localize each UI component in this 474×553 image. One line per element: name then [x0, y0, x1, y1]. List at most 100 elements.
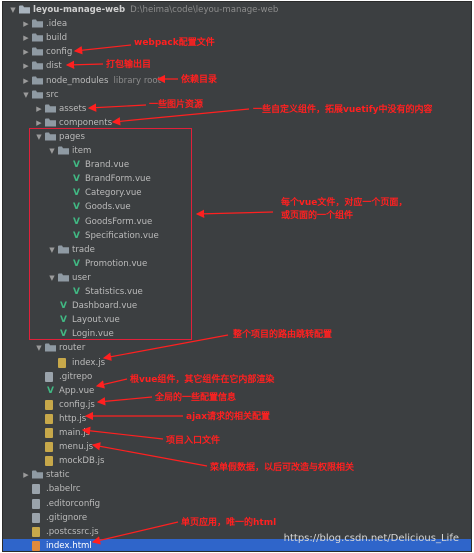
tree-item-idea[interactable]: ▶ .idea [3, 17, 471, 31]
tree-item-components[interactable]: ▶components [3, 116, 471, 130]
tree-item-static[interactable]: ▶static [3, 468, 471, 482]
chevron-right-icon[interactable]: ▶ [36, 118, 42, 127]
tree-item-main-js[interactable]: main.js [3, 426, 471, 440]
annotation-index: 单页应用，唯一的html [181, 518, 277, 528]
chevron-down-icon[interactable]: ▼ [49, 273, 55, 282]
folder-icon [58, 245, 69, 254]
annotation-webpack: webpack配置文件 [134, 38, 215, 48]
tree-item-dist[interactable]: ▶dist [3, 59, 471, 73]
vue-file-icon: V [73, 258, 80, 269]
folder-icon [58, 146, 69, 155]
chevron-right-icon[interactable]: ▶ [36, 104, 42, 113]
vue-file-icon: V [60, 329, 67, 340]
tree-item-babelrc[interactable]: .babelrc [3, 482, 471, 496]
tree-item-assets[interactable]: ▶assets [3, 102, 471, 116]
tree-item-config[interactable]: ▶config [3, 45, 471, 59]
tree-item-label: main.js [59, 428, 91, 438]
js-file-icon [45, 428, 53, 438]
tree-item-dashboard-vue[interactable]: V Dashboard.vue [3, 299, 471, 313]
tree-item-label: trade [72, 244, 95, 255]
tree-item-label: .gitrepo [59, 371, 93, 382]
chevron-right-icon[interactable]: ▶ [23, 48, 29, 57]
tree-item-label: Promotion.vue [85, 258, 148, 269]
tree-item-postcssrc-js[interactable]: .postcssrc.js [3, 525, 471, 539]
tree-item-user[interactable]: ▼ user [3, 271, 471, 285]
tree-item-label: build [46, 33, 68, 44]
tree-item-label: Dashboard.vue [72, 301, 138, 312]
tree-item-label: router [59, 343, 86, 354]
vue-file-icon: V [60, 301, 67, 312]
tree-item-label: Brand.vue [85, 160, 130, 171]
folder-icon [32, 90, 43, 99]
tree-item-promotion-vue[interactable]: V Promotion.vue [3, 257, 471, 271]
tree-item-router[interactable]: ▼ router [3, 341, 471, 355]
tree-item-src[interactable]: ▼src [3, 88, 471, 102]
tree-item-trade[interactable]: ▼ trade [3, 243, 471, 257]
tree-item-label: pages [59, 131, 85, 142]
chevron-down-icon[interactable]: ▼ [36, 344, 42, 353]
tree-item-config-js[interactable]: config.js [3, 398, 471, 412]
folder-icon [45, 118, 56, 127]
chevron-right-icon[interactable]: ▶ [23, 62, 29, 71]
tree-item-mockdb-js[interactable]: mockDB.js [3, 454, 471, 468]
annotation-router: 整个项目的路由跳转配置 [233, 330, 333, 340]
annotation-config: 全局的一些配置信息 [155, 393, 237, 403]
arrow-webpack [73, 44, 132, 55]
tree-item-item[interactable]: ▼ item [3, 144, 471, 158]
tree-item-build[interactable]: ▶ build [3, 31, 471, 45]
tree-item-gitrepo[interactable]: .gitrepo [3, 370, 471, 384]
tree-item-label: item [72, 146, 92, 156]
folder-icon [32, 76, 43, 85]
tree-item-label: user [72, 272, 91, 283]
chevron-right-icon[interactable]: ▶ [23, 76, 29, 85]
folder-icon [32, 470, 43, 479]
tree-item-label: GoodsForm.vue [85, 216, 153, 227]
tree-item-label: Specification.vue [85, 230, 159, 241]
chevron-down-icon[interactable]: ▼ [36, 132, 42, 141]
folder-icon [19, 5, 30, 14]
tree-item-http-js[interactable]: http.js [3, 412, 471, 426]
tree-item-goodsform-vue[interactable]: V GoodsForm.vue [3, 215, 471, 229]
folder-icon [32, 61, 43, 70]
tree-item-pages[interactable]: ▼ pages [3, 130, 471, 144]
chevron-right-icon[interactable]: ▶ [23, 471, 29, 480]
vue-file-icon: V [60, 315, 67, 326]
arrow-app [95, 378, 128, 389]
file-icon [32, 484, 40, 495]
chevron-down-icon[interactable]: ▼ [49, 147, 55, 155]
tree-item-index-js[interactable]: index.js [3, 356, 471, 370]
tree-item-gitignore[interactable]: .gitignore [3, 511, 471, 525]
vue-file-icon: V [73, 216, 80, 227]
watermark: https://blog.csdn.net/Delicious_Life [283, 533, 459, 544]
tree-item-menu-js[interactable]: menu.js [3, 440, 471, 454]
chevron-down-icon[interactable]: ▼ [23, 90, 29, 99]
folder-icon [45, 343, 56, 352]
chevron-right-icon[interactable]: ▶ [23, 34, 29, 43]
js-file-icon [32, 526, 40, 537]
tree-item-index-html[interactable]: index.html [3, 538, 471, 551]
folder-icon [32, 19, 43, 28]
annotation-arrows [65, 44, 274, 545]
tree-item-label: index.html [46, 540, 92, 551]
chevron-right-icon[interactable]: ▶ [23, 20, 29, 29]
chevron-down-icon[interactable]: ▼ [49, 245, 55, 254]
folder-icon [32, 47, 43, 56]
tree-item-editorconfig[interactable]: .editorconfig [3, 497, 471, 511]
annotation-http: ajax请求的相关配置 [186, 412, 271, 422]
tree-item-label: .idea [46, 19, 68, 30]
tree-item-path: D:\heima\code\leyou-manage-web [130, 5, 279, 15]
chevron-down-icon[interactable]: ▼ [10, 6, 16, 14]
